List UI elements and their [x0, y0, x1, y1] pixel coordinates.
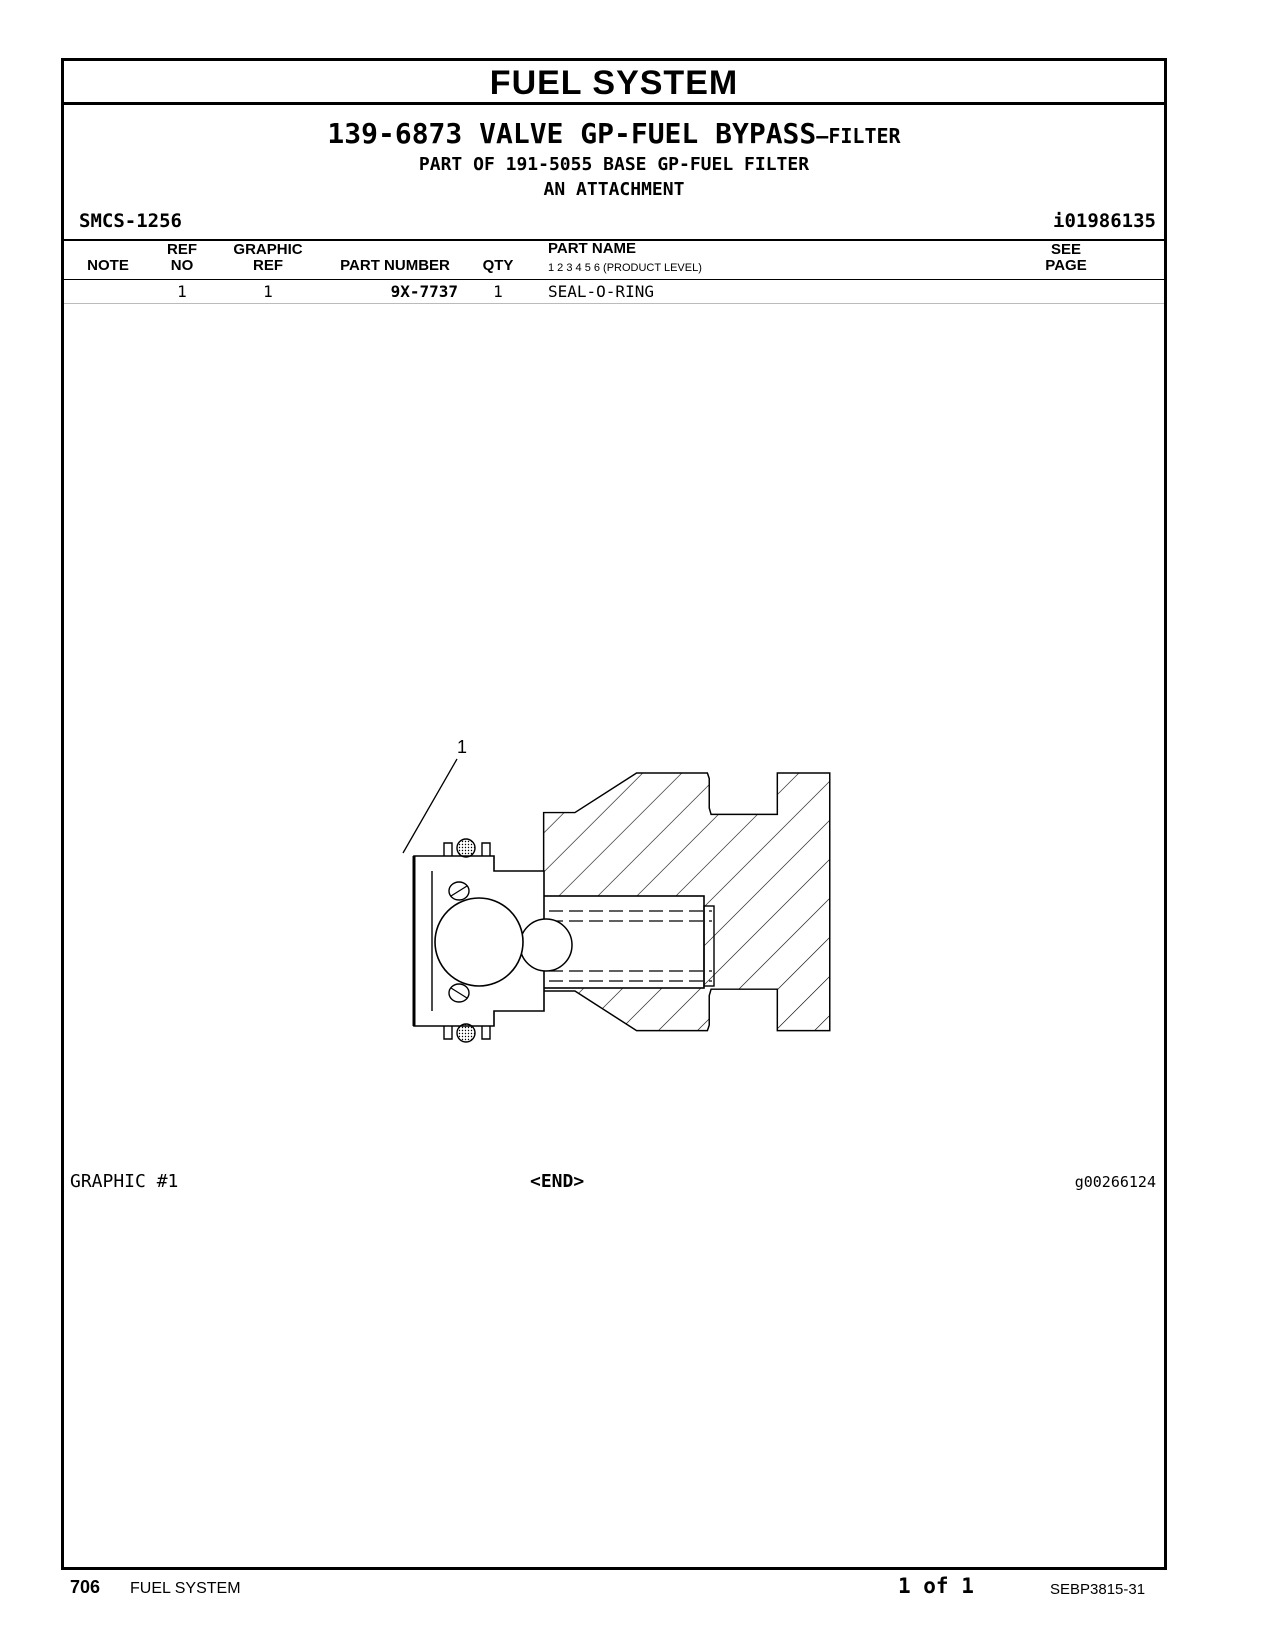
- graphic-label: GRAPHIC #1: [70, 1171, 179, 1192]
- col-header-ref-no: REF NO: [162, 242, 202, 274]
- col-header-see-page-line2: PAGE: [1045, 257, 1087, 274]
- col-header-part-name: PART NAME: [548, 240, 637, 257]
- callout-leader-line: [402, 758, 458, 854]
- group-title-suffix: —FILTER: [816, 124, 901, 148]
- footer-page-of: 1 of 1: [898, 1574, 974, 1598]
- group-subtitle-attachment: AN ATTACHMENT: [543, 179, 685, 200]
- col-header-see-page: SEE PAGE: [1036, 242, 1096, 274]
- seal-groove-top: [443, 842, 491, 856]
- footer-doc-number: SEBP3815-31: [1050, 1581, 1146, 1598]
- col-header-graphic-ref-line1: GRAPHIC: [233, 241, 303, 258]
- valve-cross-section-drawing: 1: [402, 737, 831, 1043]
- page-frame: FUEL SYSTEM 139-6873 VALVE GP-FUEL BYPAS…: [61, 58, 1167, 1570]
- seal-groove-bottom: [443, 1026, 491, 1040]
- col-header-qty: QTY: [482, 257, 514, 274]
- ball-large: [434, 897, 524, 987]
- group-title: 139-6873 VALVE GP-FUEL BYPASS—FILTER: [64, 117, 1164, 153]
- row-graphic-ref: 1: [263, 282, 273, 301]
- end-label: <END>: [530, 1171, 585, 1192]
- col-header-note: NOTE: [87, 257, 129, 274]
- ball-small: [519, 918, 573, 972]
- callout-number: 1: [457, 737, 467, 757]
- footer-section: FUEL SYSTEM: [130, 1580, 241, 1597]
- col-header-part-number: PART NUMBER: [340, 257, 450, 274]
- section-title: FUEL SYSTEM: [64, 61, 1164, 105]
- col-header-product-levels: 1 2 3 4 5 6 (PRODUCT LEVEL): [548, 262, 702, 274]
- group-title-main: 139-6873 VALVE GP-FUEL BYPASS: [327, 117, 817, 150]
- retainer-bottom-slot: [450, 987, 468, 999]
- graphic-id: g00266124: [1074, 1173, 1156, 1191]
- row-ref-no: 1: [177, 282, 187, 301]
- col-header-ref-no-line2: NO: [170, 257, 194, 274]
- footer-page-number: 706: [70, 1577, 101, 1597]
- o-ring-top: [456, 838, 476, 858]
- col-header-graphic-ref: GRAPHIC REF: [228, 242, 308, 274]
- o-ring-bottom: [456, 1023, 476, 1043]
- col-header-see-page-line1: SEE: [1050, 241, 1081, 258]
- group-subtitle-parent: PART OF 191-5055 BASE GP-FUEL FILTER: [418, 154, 810, 175]
- col-header-ref-no-line1: REF: [167, 241, 197, 258]
- spring-end-cap: [703, 905, 715, 987]
- table-header-rule: [64, 279, 1164, 280]
- table-top-rule: [64, 239, 1164, 241]
- retainer-top-slot: [450, 885, 468, 897]
- table-row-rule: [64, 303, 1164, 304]
- illustration-id: i01986135: [1053, 210, 1156, 232]
- row-part-number[interactable]: 9X-7737: [390, 282, 458, 301]
- row-qty: 1: [493, 282, 503, 301]
- col-header-graphic-ref-line2: REF: [253, 257, 283, 274]
- smcs-code: SMCS-1256: [79, 210, 182, 232]
- row-part-name: SEAL-O-RING: [548, 282, 654, 301]
